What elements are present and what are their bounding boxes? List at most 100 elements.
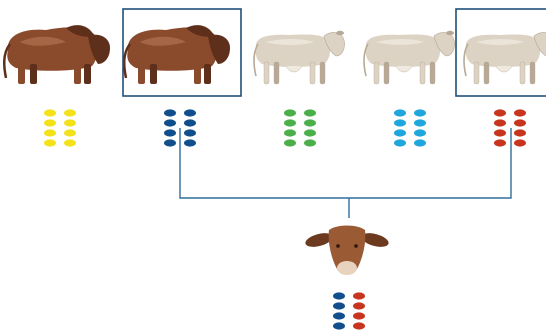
bull-leg	[138, 64, 145, 84]
bull-sheen	[20, 36, 66, 46]
chromosome-set	[494, 109, 526, 147]
chromosome	[284, 109, 296, 117]
cow-leg	[373, 61, 380, 85]
chromosome	[64, 109, 76, 117]
chromosome	[353, 312, 365, 320]
chromosome	[64, 119, 76, 127]
chromosome	[164, 109, 176, 117]
chromosome	[304, 129, 316, 137]
cow-udder	[285, 65, 303, 73]
chromosome	[164, 119, 176, 127]
chromosome	[284, 139, 296, 147]
cow-leg	[473, 61, 480, 85]
chromosome	[414, 129, 426, 137]
chromosome	[44, 119, 56, 127]
chromosome	[394, 119, 406, 127]
chromosome	[353, 302, 365, 310]
calf-eye	[336, 244, 340, 248]
bull-body	[7, 27, 98, 71]
chromosome	[304, 139, 316, 147]
bull-tail	[3, 43, 12, 79]
cow-leg	[383, 61, 390, 85]
calf-ear-right	[361, 233, 389, 247]
chromosome	[64, 139, 76, 147]
chromosome	[394, 129, 406, 137]
bull-leg	[18, 64, 25, 84]
parent-bull-framed	[123, 25, 230, 84]
parent-cow-framed	[463, 32, 546, 85]
chromosome	[514, 109, 526, 117]
cow-leg	[263, 61, 270, 85]
parent-bull-left	[3, 25, 110, 84]
chromosome	[284, 129, 296, 137]
selected-sire-frame	[122, 8, 242, 97]
parent-cow-green	[253, 30, 345, 85]
chromosome	[184, 109, 196, 117]
bull-leg	[204, 64, 211, 84]
cow-leg	[519, 61, 526, 85]
chromosome	[184, 129, 196, 137]
bull-sheen	[140, 36, 186, 46]
chromosome	[514, 119, 526, 127]
chromosomes-layer	[44, 109, 526, 330]
chromosome	[304, 109, 316, 117]
bull-head	[208, 34, 230, 64]
cow-sheen	[476, 39, 524, 45]
calf-head	[328, 225, 366, 272]
bull-body	[127, 27, 218, 71]
cow-leg	[483, 61, 490, 85]
bull-head	[88, 34, 110, 64]
chromosome	[184, 119, 196, 127]
calf-muzzle	[337, 261, 357, 275]
chromosome	[494, 129, 506, 137]
calf-eye	[354, 244, 358, 248]
bull-tail	[123, 43, 132, 79]
chromosome	[514, 139, 526, 147]
chromosome-set	[284, 109, 316, 147]
cow-leg	[529, 61, 536, 85]
chromosome	[494, 109, 506, 117]
chromosome	[64, 129, 76, 137]
chromosome	[414, 119, 426, 127]
chromosome	[494, 119, 506, 127]
frames-layer	[122, 8, 546, 97]
cow-leg	[319, 61, 326, 85]
chromosome	[333, 292, 345, 300]
bull-leg	[150, 64, 157, 84]
cow-leg	[429, 61, 436, 85]
chromosome	[44, 129, 56, 137]
chromosome	[394, 139, 406, 147]
chromosome	[514, 129, 526, 137]
cow-leg	[273, 61, 280, 85]
chromosome	[164, 139, 176, 147]
chromosome	[44, 109, 56, 117]
chromosome	[414, 139, 426, 147]
cow-ear	[446, 30, 454, 36]
cow-leg	[309, 61, 316, 85]
cow-udder	[495, 65, 513, 73]
cow-leg	[419, 61, 426, 85]
cow-head	[533, 32, 546, 57]
bull-leg	[194, 64, 201, 84]
cow-tail	[363, 43, 369, 77]
bull-leg	[30, 64, 37, 84]
chromosome-set	[333, 292, 365, 330]
selected-dam-frame	[455, 8, 546, 97]
chromosome	[304, 119, 316, 127]
chromosome	[394, 109, 406, 117]
offspring-calf	[305, 225, 389, 275]
parent-cow-blue	[363, 30, 455, 85]
chromosome	[333, 312, 345, 320]
chromosome	[284, 119, 296, 127]
chromosome	[353, 322, 365, 330]
cow-sheen	[376, 39, 424, 45]
cow-udder	[395, 65, 413, 73]
chromosome	[333, 322, 345, 330]
bull-hump	[66, 25, 94, 37]
chromosome	[184, 139, 196, 147]
bull-hump	[186, 25, 214, 37]
chromosome	[414, 109, 426, 117]
bull-leg	[74, 64, 81, 84]
animals-layer	[3, 25, 546, 275]
